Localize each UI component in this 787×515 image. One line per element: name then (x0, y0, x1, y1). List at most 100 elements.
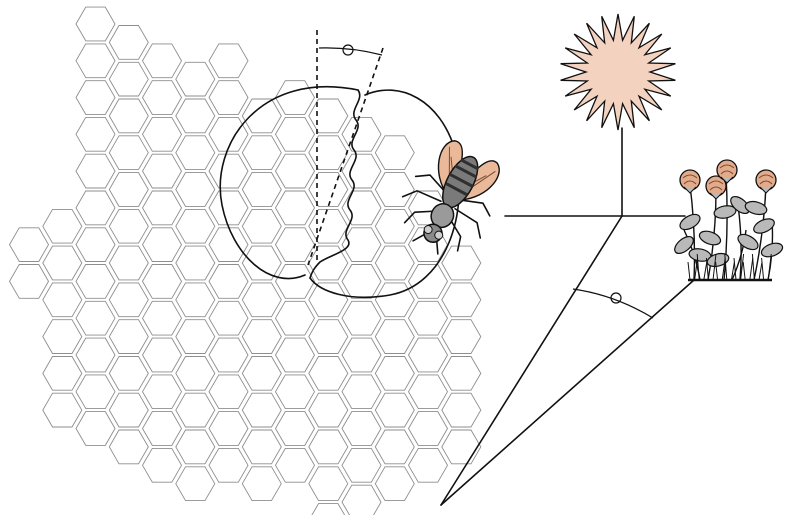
honeycomb-cell (375, 136, 414, 170)
honeycomb-cell (43, 209, 82, 243)
flower-stem (690, 185, 695, 280)
honeycomb-cell (209, 44, 248, 78)
honeycomb-cell (309, 173, 348, 207)
grass-blade (704, 262, 707, 280)
honeycomb-cell (242, 393, 281, 427)
honeycomb-cell (442, 283, 481, 317)
honeycomb-cell (143, 412, 182, 446)
sun-icon (561, 14, 676, 130)
honeycomb-cell (276, 338, 315, 372)
honeycomb-cell (309, 99, 348, 133)
honeycomb-cell (409, 338, 448, 372)
honeycomb-cell (109, 173, 148, 207)
honeycomb-cell (342, 301, 381, 335)
honeycomb-cell (43, 246, 82, 280)
honeycomb-cell (209, 375, 248, 409)
honeycomb-cell (276, 228, 315, 262)
honeycomb-cell (143, 117, 182, 151)
honeycomb-cell (242, 357, 281, 391)
honeycomb-cell (43, 393, 82, 427)
honeycomb-cell (209, 448, 248, 482)
honeycomb-cell (409, 448, 448, 482)
honeycomb-cell (176, 173, 215, 207)
honeycomb-cell (309, 209, 348, 243)
honeycomb-cell (76, 228, 115, 262)
honeycomb-cell (176, 320, 215, 354)
honeycomb-cell (109, 62, 148, 96)
honeycomb-cell (10, 265, 49, 299)
honeycomb-cell (242, 136, 281, 170)
honeycomb-cell (276, 81, 315, 115)
honeycomb-cell (209, 412, 248, 446)
dance-angle-marker (343, 45, 353, 55)
honeycomb-cell (409, 375, 448, 409)
honeycomb-cell (409, 301, 448, 335)
honeycomb-cell (309, 357, 348, 391)
grass-blade (750, 258, 753, 280)
honeycomb-cell (109, 209, 148, 243)
honeycomb-cell (276, 154, 315, 188)
honeycomb-cell (442, 357, 481, 391)
honeycomb-cell (143, 338, 182, 372)
honeycomb-cell (176, 467, 215, 501)
honeycomb-cell (309, 393, 348, 427)
honeycomb-cell (276, 117, 315, 151)
honeycomb-cell (375, 246, 414, 280)
honeycomb-cell (43, 283, 82, 317)
honeycomb-cell (76, 338, 115, 372)
honeycomb-cell (10, 228, 49, 262)
honeycomb-cell (76, 154, 115, 188)
honeycomb-cell (143, 81, 182, 115)
flower-patch-icon (672, 160, 785, 280)
honeycomb-cell (76, 44, 115, 78)
honeycomb-cell (143, 228, 182, 262)
honeycomb-cell (442, 320, 481, 354)
honeycomb-cell (276, 301, 315, 335)
sepal (684, 187, 696, 193)
honeycomb-cell (176, 62, 215, 96)
leaf (677, 211, 702, 232)
honeycomb-cell (109, 99, 148, 133)
honeycomb-cell (176, 357, 215, 391)
honeycomb-cell (375, 320, 414, 354)
honeycomb-cell (209, 301, 248, 335)
leaf (735, 231, 760, 252)
honeycomb-cell (342, 375, 381, 409)
honeycomb-cell (309, 136, 348, 170)
honeycomb-cell (109, 246, 148, 280)
honeycomb-cell (276, 265, 315, 299)
honeycomb-cell (309, 430, 348, 464)
honeycomb-cell (109, 430, 148, 464)
honeycomb-cell (109, 357, 148, 391)
honeycomb-cell (143, 301, 182, 335)
honeycomb-cell (442, 246, 481, 280)
honeycomb-cell (143, 375, 182, 409)
honeycomb-cell (375, 357, 414, 391)
grass-blade (743, 262, 745, 280)
honeycomb-cell (76, 301, 115, 335)
honeycomb-cell (76, 375, 115, 409)
honeycomb-cell (442, 430, 481, 464)
honeycomb-cell (242, 246, 281, 280)
honeycomb-cell (76, 265, 115, 299)
honeycomb-cell (109, 136, 148, 170)
grass-blade (752, 254, 754, 280)
honeycomb-cell (242, 209, 281, 243)
leaf (698, 229, 723, 248)
honeycomb-cell (76, 81, 115, 115)
honeycomb-cell (76, 117, 115, 151)
honeycomb-cell (375, 173, 414, 207)
honeycomb-cell (109, 26, 148, 60)
honeycomb-cell (109, 283, 148, 317)
honeycomb-cell (409, 412, 448, 446)
sepal (710, 193, 722, 199)
honeycomb-cell (242, 430, 281, 464)
honeycomb-cell (143, 44, 182, 78)
honeycomb-cell (143, 265, 182, 299)
honeycomb-cell (242, 320, 281, 354)
honeycomb-cell (342, 412, 381, 446)
honeycomb-cell (209, 228, 248, 262)
honeycomb-cell (209, 265, 248, 299)
honeycomb-cell (176, 209, 215, 243)
